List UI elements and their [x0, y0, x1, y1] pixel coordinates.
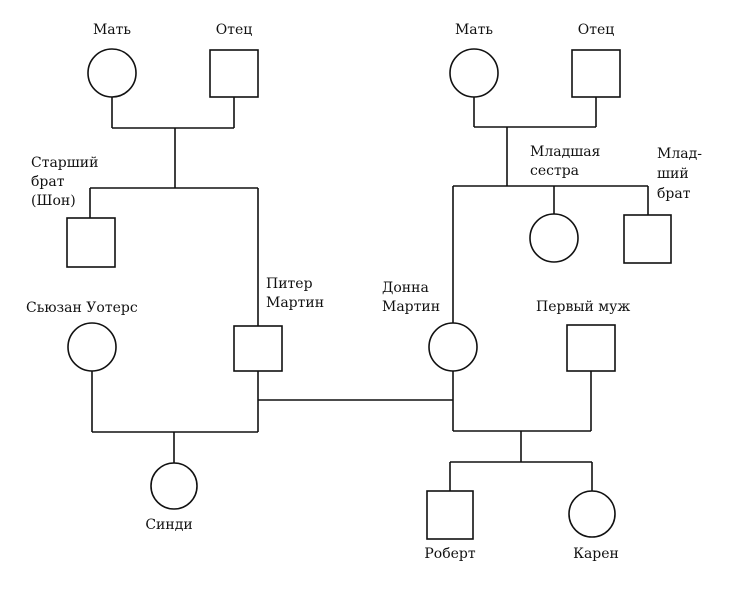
- peter-label-line-1: Питер: [266, 276, 313, 292]
- older-brother-label-line-3: (Шон): [31, 193, 76, 209]
- donna-symbol: [428, 322, 478, 372]
- left-mother-label: Мать: [93, 22, 131, 38]
- younger-sister-symbol: [529, 213, 579, 263]
- susan-symbol: [67, 322, 117, 372]
- left-father-symbol: [209, 49, 259, 98]
- cindy-label: Синди: [145, 517, 192, 533]
- right-mother-symbol: [449, 48, 499, 98]
- right-father-symbol: [571, 49, 621, 98]
- donna-label-line-1: Донна: [382, 280, 429, 296]
- robert-symbol: [426, 490, 474, 540]
- donna-label-line-2: Мартин: [382, 299, 440, 315]
- robert-label: Роберт: [424, 546, 476, 562]
- first-husband-label: Первый муж: [536, 299, 630, 315]
- right-father-label: Отец: [578, 22, 615, 38]
- left-father-label: Отец: [216, 22, 253, 38]
- first-husband-symbol: [566, 324, 616, 372]
- younger-sister-label-line-2: сестра: [530, 163, 579, 179]
- older-brother-label-line-2: брат: [31, 174, 65, 190]
- younger-sister-label-line-1: Младшая: [530, 144, 601, 160]
- cindy-symbol: [150, 462, 198, 510]
- left-mother-symbol: [87, 48, 137, 98]
- karen-label: Карен: [573, 546, 619, 562]
- susan-label: Сьюзан Уотерс: [26, 300, 138, 316]
- connector-lines: [89, 97, 649, 491]
- younger-brother-label-line-1: Млад-: [657, 146, 702, 162]
- younger-brother-label-line-3: брат: [657, 186, 691, 202]
- older-brother-symbol: [66, 217, 116, 268]
- peter-symbol: [233, 325, 283, 372]
- peter-label-line-2: Мартин: [266, 295, 324, 311]
- person-symbols: [66, 48, 672, 540]
- younger-brother-label-line-2: ший: [657, 166, 689, 182]
- person-labels: Мать Отец Старший брат (Шон) Сьюзан Уоте…: [26, 22, 702, 562]
- older-brother-label-line-1: Старший: [31, 155, 98, 171]
- younger-brother-symbol: [623, 214, 672, 264]
- right-mother-label: Мать: [455, 22, 493, 38]
- karen-symbol: [568, 490, 616, 538]
